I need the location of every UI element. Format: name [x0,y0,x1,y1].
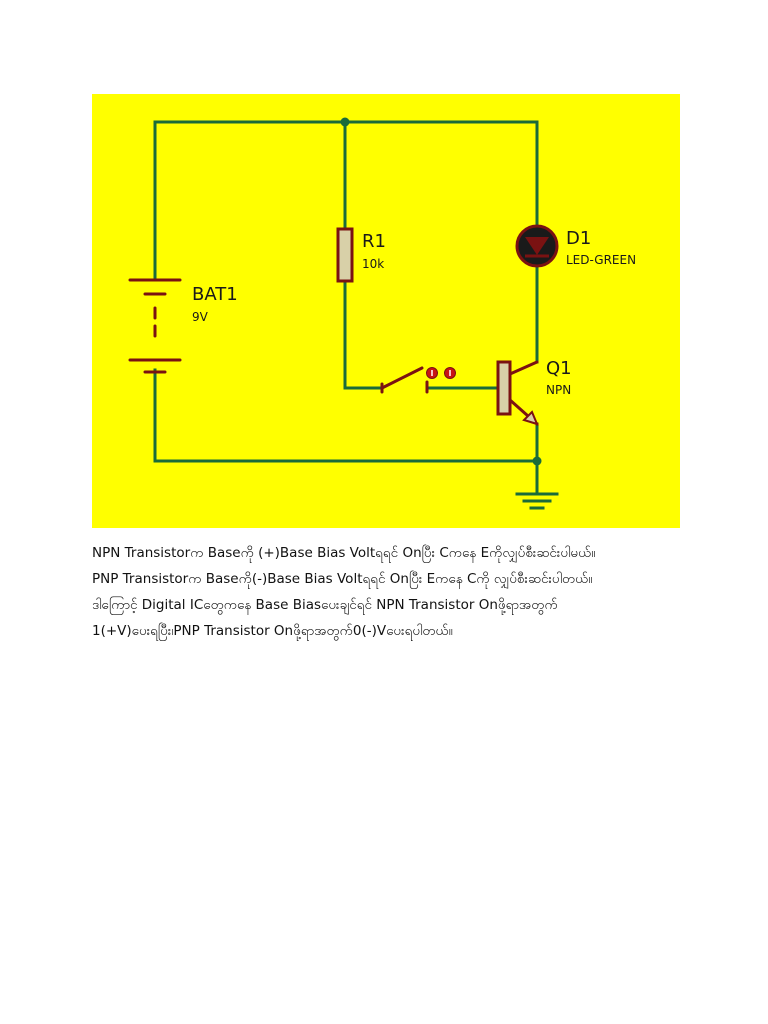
transistor-emitter-arrow [522,410,539,426]
battery-symbol [128,278,182,374]
resistor-body [336,227,354,283]
led-triangle [525,237,549,255]
led-value-label: LED-GREEN [566,253,636,267]
resistor-name-label: R1 [362,231,386,252]
led-symbol [515,224,559,268]
circuit-diagram: BAT1 9V R1 10k D1 LED-GREEN [92,94,680,528]
caption-line-2: PNP Transistorက Baseကို(-)Base Bias Volt… [92,571,593,587]
junction-dot-top [340,117,350,127]
switch-lever [380,366,424,390]
caption-text: NPN Transistorက Baseကို (+)Base Bias Vol… [92,540,692,644]
led-name-label: D1 [566,228,591,249]
switch-symbol [380,366,456,394]
transistor-symbol [496,360,539,426]
junction-dot-bottom [532,456,542,466]
caption-line-3: ဒါကြောင့် Digital ICတွေကနေ Base Biasပေးခ… [92,597,558,613]
circuit-schematic: BAT1 9V R1 10k D1 LED-GREEN [128,117,636,510]
ground-symbol [515,492,559,510]
transistor-base-bar [496,360,512,416]
battery-name-label: BAT1 [192,284,238,305]
resistor-symbol [336,227,354,283]
caption-line-1: NPN Transistorက Baseကို (+)Base Bias Vol… [92,545,596,561]
transistor-name-label: Q1 [546,358,572,379]
resistor-value-label: 10k [362,257,384,271]
caption-line-4: 1(+V)ပေးရပြီး၊PNP Transistor Onဖို့ရာအတွ… [92,623,453,639]
battery-value-label: 9V [192,310,209,324]
wires [153,117,542,496]
transistor-collector-lead [508,360,539,376]
transistor-value-label: NPN [546,383,571,397]
